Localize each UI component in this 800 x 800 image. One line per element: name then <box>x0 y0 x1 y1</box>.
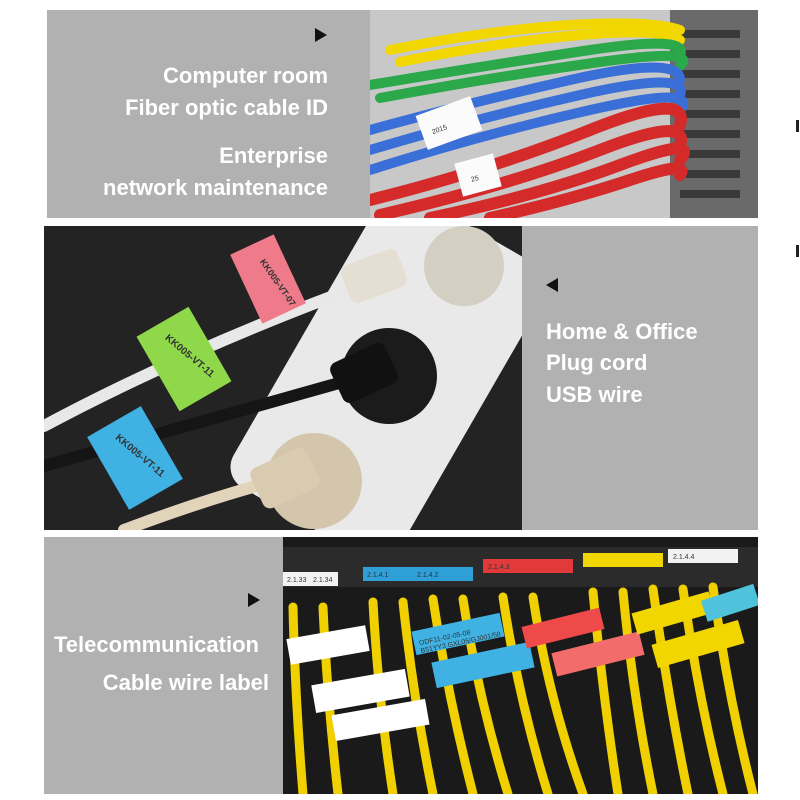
section-1-line-4: network maintenance <box>103 175 328 200</box>
panel-label-2: 2.1.34 <box>313 577 333 584</box>
play-right-icon <box>248 593 260 607</box>
section-2-line-2: Plug cord <box>546 350 648 375</box>
section-2-line-3: USB wire <box>546 382 643 407</box>
section-3-line-2: Cable wire label <box>102 670 269 695</box>
section-3-line-1: Telecommunication <box>54 632 259 657</box>
panel-label-3: 2.1.4.1 <box>367 572 389 579</box>
panel-label-5: 2.1.4.3 <box>488 564 510 571</box>
section-1-text-panel: Computer room Fiber optic cable ID Enter… <box>47 10 370 218</box>
section-2-line-1: Home & Office <box>546 319 698 344</box>
network-label-2015: 2015 <box>431 124 448 136</box>
panel-label-4: 2.1.4.2 <box>417 572 439 579</box>
panel-label-1: 2.1.33 <box>287 577 307 584</box>
section-3-text-panel: Telecommunication Cable wire label <box>44 537 283 794</box>
section-2-text-panel: Home & Office Plug cord USB wire <box>522 226 758 530</box>
section-1-line-2: Fiber optic cable ID <box>125 95 328 120</box>
telecom-patch-panel-photo: 2.1.33 2.1.34 2.1.4.1 2.1.4.2 2.1.4.3 2.… <box>283 537 758 794</box>
network-patch-cables-photo: 2015 25 <box>370 10 758 218</box>
play-left-icon <box>546 278 558 292</box>
edge-mark <box>796 120 799 132</box>
section-1-line-3: Enterprise <box>219 143 328 168</box>
play-right-icon <box>315 28 327 42</box>
section-1-line-1: Computer room <box>163 63 328 88</box>
panel-label-6: 2.1.4.4 <box>673 554 695 561</box>
network-label-25: 25 <box>470 175 479 184</box>
power-strip-cables-photo: KK005-VT-07 KK005-VT-11 KK005-VT-11 <box>44 226 522 530</box>
edge-mark <box>796 245 799 257</box>
